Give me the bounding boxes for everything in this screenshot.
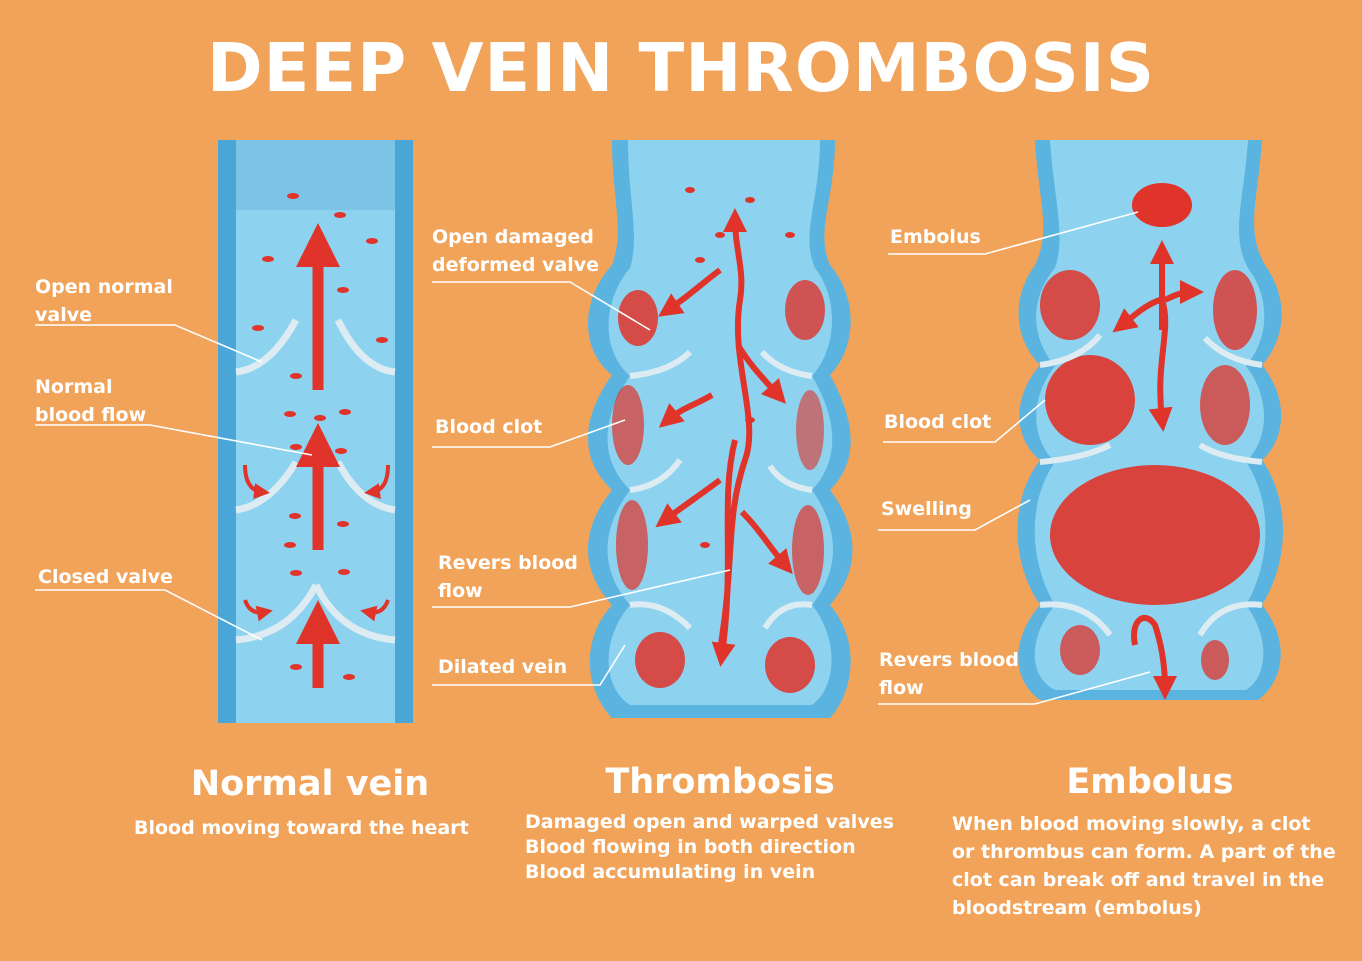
description-line: When blood moving slowly, a clot xyxy=(952,813,1311,835)
heading-embolus: Embolus xyxy=(1066,762,1234,802)
label-reverse-blood-flow-thrombosis: Revers blood flow xyxy=(438,549,578,605)
label-line: Normal xyxy=(35,376,113,398)
label-line: Swelling xyxy=(881,498,972,520)
description-line: Blood moving toward the heart xyxy=(134,817,469,839)
page-title: DEEP VEIN THROMBOSIS xyxy=(207,29,1155,107)
label-line: Closed valve xyxy=(38,566,173,588)
label-blood-clot-embolus: Blood clot xyxy=(884,408,991,436)
thrombosis-vein-illustration xyxy=(588,140,853,718)
label-line: Open normal xyxy=(35,276,173,298)
label-line: valve xyxy=(35,304,92,326)
description-line: Blood flowing in both direction xyxy=(525,836,856,858)
leader-lines xyxy=(35,211,1151,705)
normal-vein-illustration xyxy=(218,140,413,723)
description-line: or thrombus can form. A part of the xyxy=(952,841,1336,863)
embolus-vein-illustration xyxy=(1017,140,1283,700)
label-line: Revers blood xyxy=(438,552,578,574)
label-blood-clot-thrombosis: Blood clot xyxy=(435,413,542,441)
label-embolus: Embolus xyxy=(890,223,981,251)
label-line: Dilated vein xyxy=(438,656,568,678)
label-line: blood flow xyxy=(35,404,147,426)
label-closed-valve: Closed valve xyxy=(38,563,173,591)
description-embolus: When blood moving slowly, a clot or thro… xyxy=(952,810,1336,922)
label-line: flow xyxy=(879,677,924,699)
description-line: bloodstream (embolus) xyxy=(952,897,1202,919)
label-open-normal-valve: Open normal valve xyxy=(35,273,173,329)
description-thrombosis: Damaged open and warped valves Blood flo… xyxy=(525,810,894,885)
label-dilated-vein: Dilated vein xyxy=(438,653,567,681)
label-line: Blood clot xyxy=(884,411,992,433)
label-line: Open damaged xyxy=(432,226,594,248)
heading-normal-vein: Normal vein xyxy=(190,764,430,804)
description-normal-vein: Blood moving toward the heart xyxy=(134,816,469,841)
label-swelling: Swelling xyxy=(881,495,972,523)
label-line: flow xyxy=(438,580,483,602)
heading-thrombosis: Thrombosis xyxy=(605,762,835,802)
label-reverse-blood-flow-embolus: Revers blood flow xyxy=(879,646,1019,702)
description-line: Damaged open and warped valves xyxy=(525,811,894,833)
label-normal-blood-flow: Normal blood flow xyxy=(35,373,146,429)
description-line: Blood accumulating in vein xyxy=(525,861,816,883)
description-line: clot can break off and travel in the xyxy=(952,869,1325,891)
label-open-damaged-valve: Open damaged deformed valve xyxy=(432,223,599,279)
label-line: Embolus xyxy=(890,226,981,248)
label-line: Blood clot xyxy=(435,416,543,438)
label-line: Revers blood xyxy=(879,649,1019,671)
label-line: deformed valve xyxy=(432,254,600,276)
